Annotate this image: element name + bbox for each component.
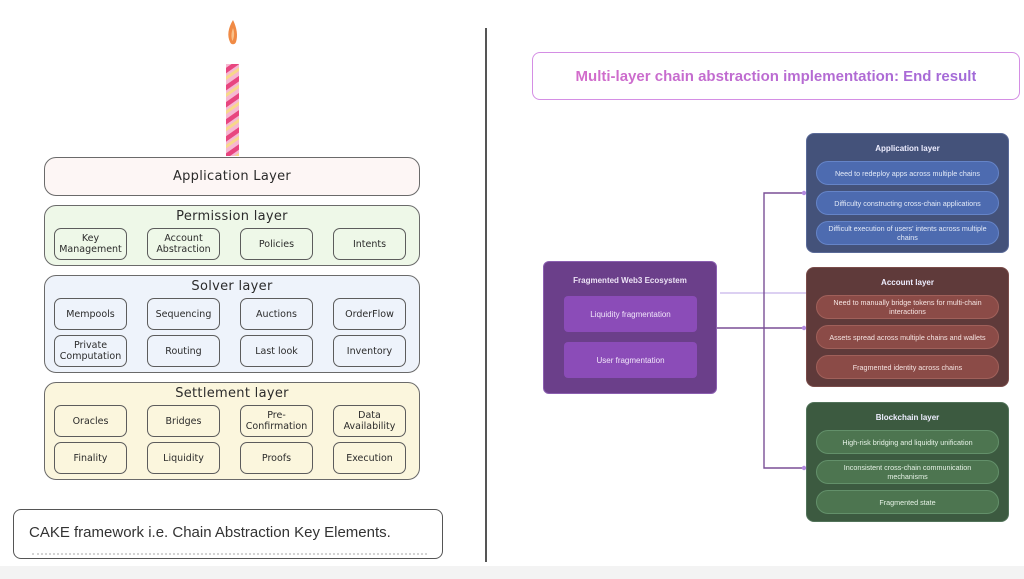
bridges-chip: Bridges xyxy=(147,405,220,437)
bottom-band xyxy=(0,566,1024,579)
problem-pill: Need to redeploy apps across multiple ch… xyxy=(816,161,999,185)
permission-layer: Permission layer Key Management Account … xyxy=(44,205,420,266)
problem-pill: Need to manually bridge tokens for multi… xyxy=(816,295,999,319)
settlement-layer-title: Settlement layer xyxy=(175,386,289,401)
last-look-chip: Last look xyxy=(240,335,313,367)
problem-pill: Fragmented state xyxy=(816,490,999,514)
routing-chip: Routing xyxy=(147,335,220,367)
ecosystem-title: Fragmented Web3 Ecosystem xyxy=(573,276,687,285)
caption-box: CAKE framework i.e. Chain Abstraction Ke… xyxy=(13,509,443,559)
auctions-chip: Auctions xyxy=(240,298,313,330)
fragmented-ecosystem-box: Fragmented Web3 Ecosystem Liquidity frag… xyxy=(543,261,717,394)
application-group-title: Application layer xyxy=(875,144,940,153)
private-computation-chip: Private Computation xyxy=(54,335,127,367)
problem-pill: Difficulty constructing cross-chain appl… xyxy=(816,191,999,215)
orderflow-chip: OrderFlow xyxy=(333,298,406,330)
liquidity-chip: Liquidity xyxy=(147,442,220,474)
connector-trunk xyxy=(763,192,806,469)
account-group-title: Account layer xyxy=(881,278,934,287)
execution-chip: Execution xyxy=(333,442,406,474)
proofs-chip: Proofs xyxy=(240,442,313,474)
account-layer-group: Account layer Need to manually bridge to… xyxy=(806,267,1009,387)
problem-pill: Assets spread across multiple chains and… xyxy=(816,325,999,349)
liquidity-fragmentation-item: Liquidity fragmentation xyxy=(564,296,697,332)
solver-layer-title: Solver layer xyxy=(191,279,273,294)
problem-pill: Difficult execution of users' intents ac… xyxy=(816,221,999,245)
blockchain-layer-group: Blockchain layer High-risk bridging and … xyxy=(806,402,1009,522)
caption-text: CAKE framework i.e. Chain Abstraction Ke… xyxy=(29,524,391,541)
application-layer-title: Application Layer xyxy=(172,169,292,184)
account-abstraction-chip: Account Abstraction xyxy=(147,228,220,260)
permission-layer-title: Permission layer xyxy=(176,209,288,224)
candle-icon xyxy=(226,20,239,156)
problem-pill: Fragmented identity across chains xyxy=(816,355,999,379)
policies-chip: Policies xyxy=(240,228,313,260)
application-layer-group: Application layer Need to redeploy apps … xyxy=(806,133,1009,253)
intents-chip: Intents xyxy=(333,228,406,260)
key-management-chip: Key Management xyxy=(54,228,127,260)
right-title: Multi-layer chain abstraction implementa… xyxy=(575,67,977,85)
mempools-chip: Mempools xyxy=(54,298,127,330)
pre-confirmation-chip: Pre-Confirmation xyxy=(240,405,313,437)
problem-pill: Inconsistent cross-chain communication m… xyxy=(816,460,999,484)
settlement-layer: Settlement layer Oracles Bridges Pre-Con… xyxy=(44,382,420,480)
solver-layer: Solver layer Mempools Sequencing Auction… xyxy=(44,275,420,373)
user-fragmentation-item: User fragmentation xyxy=(564,342,697,378)
blockchain-group-title: Blockchain layer xyxy=(875,413,940,422)
inventory-chip: Inventory xyxy=(333,335,406,367)
oracles-chip: Oracles xyxy=(54,405,127,437)
problem-pill: High-risk bridging and liquidity unifica… xyxy=(816,430,999,454)
application-layer: Application Layer xyxy=(44,157,420,196)
right-title-box: Multi-layer chain abstraction implementa… xyxy=(532,52,1020,100)
finality-chip: Finality xyxy=(54,442,127,474)
data-availability-chip: Data Availability xyxy=(333,405,406,437)
panel-divider xyxy=(485,28,487,562)
caption-cutoff-line xyxy=(32,553,427,557)
sequencing-chip: Sequencing xyxy=(147,298,220,330)
